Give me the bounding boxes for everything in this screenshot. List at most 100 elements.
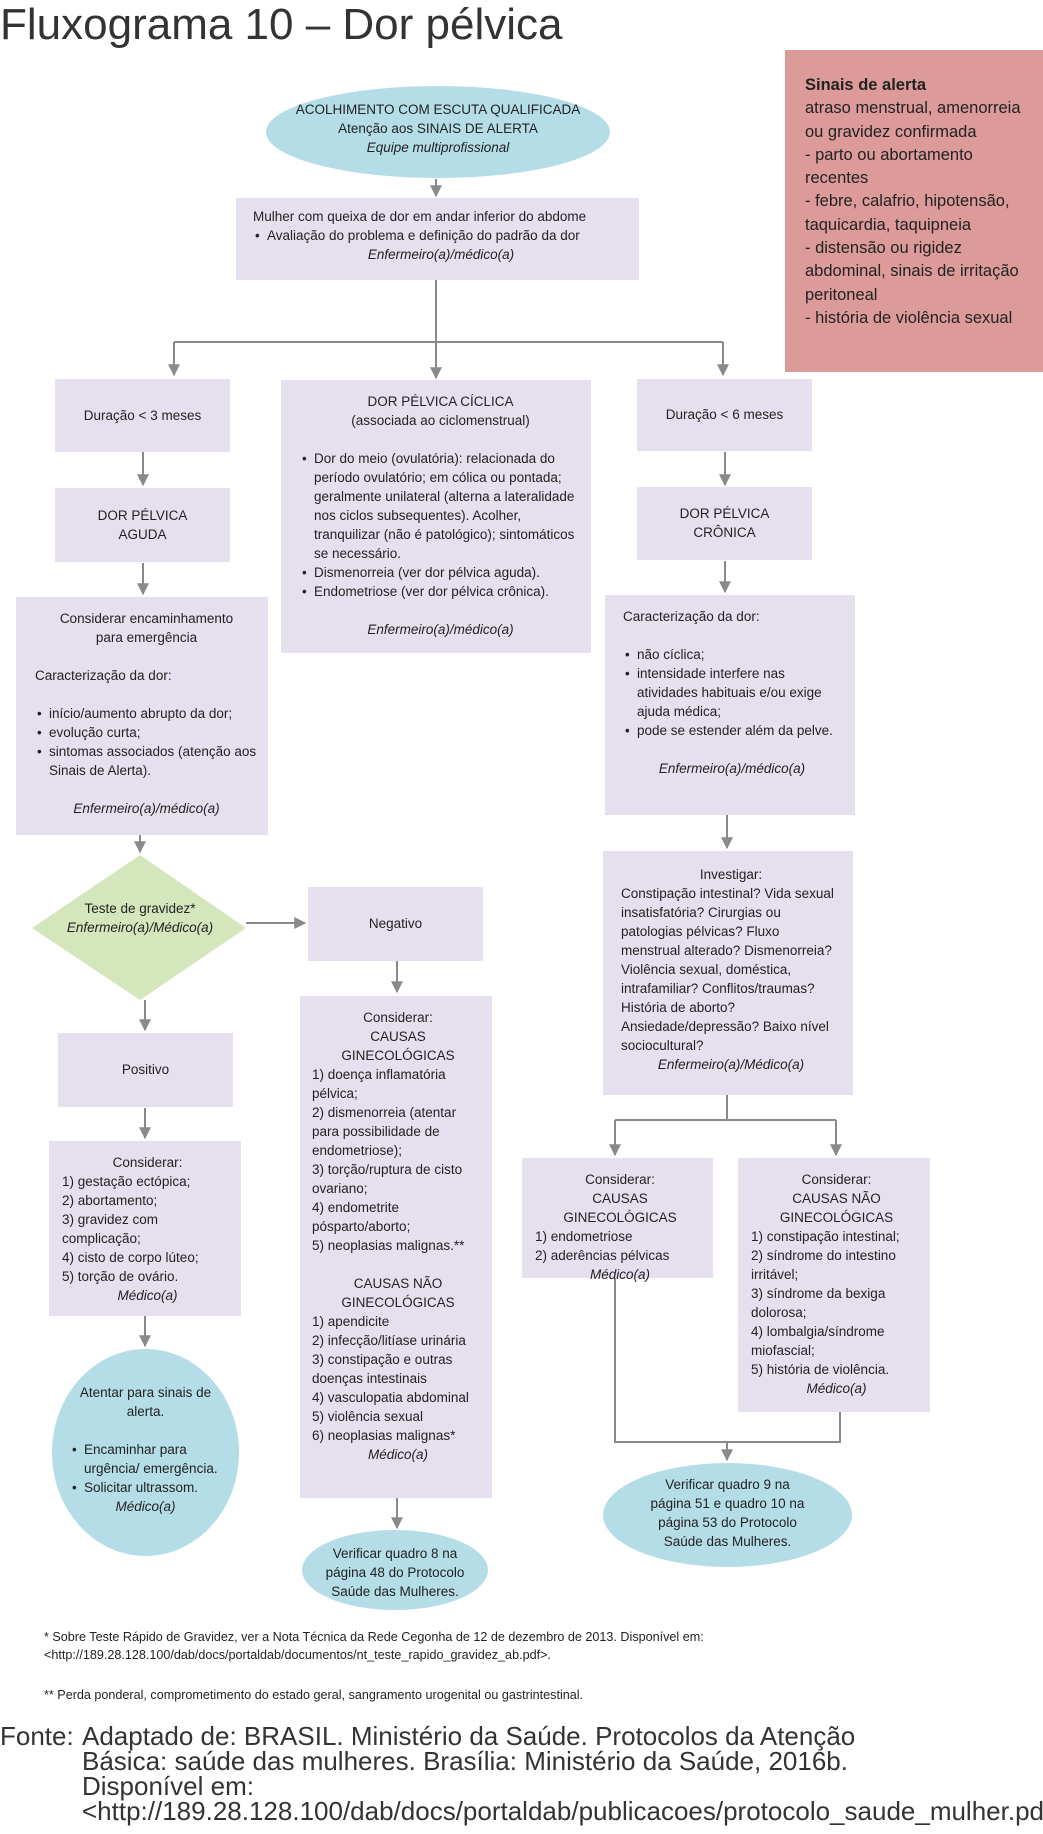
chronic-nongyn-item-3: 3) síndrome da bexiga dolorosa; bbox=[751, 1286, 886, 1320]
negative-causes-nongyn-6: 6) neoplasias malignas* bbox=[312, 1428, 456, 1443]
pregnancy-causes-box: Considerar: 1) gestação ectópica; 2) abo… bbox=[49, 1141, 241, 1316]
negative-causes-box: Considerar: CAUSAS GINECOLÓGICAS 1) doen… bbox=[300, 996, 492, 1498]
chronic-responsible: Enfermeiro(a)/médico(a) bbox=[658, 761, 806, 776]
emergency-heading-2: para emergência bbox=[95, 630, 198, 645]
pregnancy-cause-5: 5) torção de ovário. bbox=[62, 1269, 179, 1284]
acolhimento-responsible: Equipe multiprofissional bbox=[366, 140, 510, 155]
emergency-heading-1: Considerar encaminhamento bbox=[59, 611, 234, 626]
page-title: Fluxograma 10 – Dor pélvica bbox=[0, 0, 563, 49]
pregnancy-cause-4: 4) cisto de corpo lúteo; bbox=[62, 1250, 199, 1265]
negative-causes-gyn-3: 3) torção/ruptura de cisto ovariano; bbox=[312, 1162, 463, 1196]
negative-causes-gyn-heading: CAUSAS GINECOLÓGICAS bbox=[341, 1029, 455, 1063]
alert-action-bullet-1: Encaminhar para urgência/ emergência. bbox=[70, 1440, 221, 1478]
pregnancy-test-title: Teste de gravidez* bbox=[84, 901, 196, 916]
duration-under-6-months-label: Duração < 6 meses bbox=[665, 407, 784, 422]
acute-pain-line1: DOR PÉLVICA bbox=[97, 508, 188, 523]
chronic-nongyn-consider: Considerar: bbox=[801, 1172, 872, 1187]
chronic-characterization-box: Caracterização da dor: não cíclica; inte… bbox=[605, 595, 855, 815]
see-table-9-10-oval: Verificar quadro 9 na página 51 e quadro… bbox=[603, 1463, 852, 1567]
see-table-8-oval: Verificar quadro 8 na página 48 do Proto… bbox=[302, 1530, 488, 1610]
emergency-responsible: Enfermeiro(a)/médico(a) bbox=[73, 801, 220, 816]
chronic-nongyn-item-5: 5) história de violência. bbox=[751, 1362, 890, 1377]
cyclic-pain-bullet-1: Dor do meio (ovulatória): relacionada do… bbox=[300, 449, 581, 563]
pregnancy-cause-1: 1) gestação ectópica; bbox=[62, 1174, 191, 1189]
duration-under-3-months-label: Duração < 3 meses bbox=[83, 408, 202, 423]
chronic-nongyn-causes-box: Considerar: CAUSAS NÃO GINECOLÓGICAS 1) … bbox=[738, 1158, 930, 1412]
alert-action-heading: Atentar para sinais de alerta. bbox=[79, 1385, 212, 1419]
positive-result-label: Positivo bbox=[121, 1062, 170, 1077]
negative-causes-gyn-5: 5) neoplasias malignas.** bbox=[312, 1238, 465, 1253]
investigate-questions: Constipação intestinal? Vida sexual insa… bbox=[621, 886, 834, 1053]
chronic-gyn-item-2: 2) aderências pélvicas bbox=[535, 1248, 670, 1263]
negative-causes-nongyn-4: 4) vasculopatia abdominal bbox=[312, 1390, 469, 1405]
pregnancy-test-label: Teste de gravidez* Enfermeiro(a)/Médico(… bbox=[40, 899, 240, 939]
complaint-bullet: Avaliação do problema e definição do pad… bbox=[253, 226, 629, 245]
negative-result-box: Negativo bbox=[308, 887, 483, 961]
negative-causes-responsible: Médico(a) bbox=[367, 1447, 429, 1462]
see-table-9-10-text: Verificar quadro 9 na página 51 e quadro… bbox=[650, 1477, 805, 1549]
chronic-pain-line1: DOR PÉLVICA bbox=[679, 506, 770, 521]
positive-result-box: Positivo bbox=[58, 1033, 233, 1107]
complaint-text: Mulher com queixa de dor em andar inferi… bbox=[253, 209, 587, 224]
emergency-referral-box: Considerar encaminhamento para emergênci… bbox=[16, 597, 268, 835]
negative-causes-gyn-1: 1) doença inflamatória pélvica; bbox=[312, 1067, 446, 1101]
chronic-gyn-causes-box: Considerar: CAUSAS GINECOLÓGICAS 1) endo… bbox=[522, 1158, 713, 1282]
pregnancy-test-responsible: Enfermeiro(a)/Médico(a) bbox=[66, 920, 214, 935]
cyclic-pain-subheading: (associada ao ciclomenstrual) bbox=[351, 413, 530, 428]
negative-causes-nongyn-3: 3) constipação e outras doenças intestin… bbox=[312, 1352, 453, 1386]
acute-pelvic-pain-box: DOR PÉLVICA AGUDA bbox=[55, 488, 230, 562]
chronic-gyn-heading: CAUSAS GINECOLÓGICAS bbox=[563, 1191, 677, 1225]
duration-under-6-months-box: Duração < 6 meses bbox=[637, 379, 812, 451]
negative-result-label: Negativo bbox=[368, 916, 423, 931]
alert-action-responsible: Médico(a) bbox=[115, 1499, 176, 1514]
chronic-nongyn-responsible: Médico(a) bbox=[806, 1381, 867, 1396]
duration-under-3-months-box: Duração < 3 meses bbox=[55, 379, 230, 452]
chronic-nongyn-item-4: 4) lombalgia/síndrome miofascial; bbox=[751, 1324, 885, 1358]
chronic-pain-line2: CRÔNICA bbox=[693, 525, 756, 540]
acolhimento-line2: Atenção aos SINAIS DE ALERTA bbox=[338, 121, 538, 136]
negative-causes-nongyn-1: 1) apendicite bbox=[312, 1314, 390, 1329]
footnote-1: * Sobre Teste Rápido de Gravidez, ver a … bbox=[44, 1630, 704, 1662]
chronic-bullet-3: pode se estender além da pelve. bbox=[623, 721, 841, 740]
negative-causes-nongyn-heading: CAUSAS NÃO GINECOLÓGICAS bbox=[341, 1276, 455, 1310]
emergency-bullet-3: sintomas associados (atenção aos Sinais … bbox=[35, 742, 258, 780]
emergency-bullet-2: evolução curta; bbox=[35, 723, 258, 742]
investigate-heading: Investigar: bbox=[699, 867, 763, 882]
alert-signs-heading: Sinais de alerta bbox=[805, 76, 927, 94]
cyclic-pain-responsible: Enfermeiro(a)/médico(a) bbox=[367, 622, 514, 637]
pregnancy-cause-2: 2) abortamento; bbox=[62, 1193, 158, 1208]
negative-causes-gyn-2: 2) dismenorreia (atentar para possibilid… bbox=[312, 1105, 457, 1158]
investigate-box: Investigar: Constipação intestinal? Vida… bbox=[603, 851, 853, 1095]
footnote-2: ** Perda ponderal, comprometimento do es… bbox=[44, 1688, 584, 1702]
pregnancy-causes-consider: Considerar: bbox=[112, 1155, 183, 1170]
chronic-subheading: Caracterização da dor: bbox=[623, 609, 760, 624]
pregnancy-test-diamond bbox=[32, 855, 246, 1000]
chronic-gyn-item-1: 1) endometriose bbox=[535, 1229, 633, 1244]
negative-causes-nongyn-5: 5) violência sexual bbox=[312, 1409, 424, 1424]
pregnancy-cause-3: 3) gravidez com complicação; bbox=[62, 1212, 159, 1246]
cyclic-pain-bullet-2: Dismenorreia (ver dor pélvica aguda). bbox=[300, 563, 581, 582]
cyclic-pain-bullet-3: Endometriose (ver dor pélvica crônica). bbox=[300, 582, 581, 601]
alert-action-oval: Atentar para sinais de alerta. Encaminha… bbox=[52, 1349, 239, 1556]
alert-signs-panel: Sinais de alerta atraso menstrual, ameno… bbox=[785, 50, 1043, 372]
pregnancy-causes-responsible: Médico(a) bbox=[117, 1288, 178, 1303]
emergency-bullet-1: início/aumento abrupto da dor; bbox=[35, 704, 258, 723]
cyclic-pain-heading: DOR PÉLVICA CÍCLICA bbox=[367, 394, 514, 409]
chronic-bullet-2: intensidade interfere nas atividades hab… bbox=[623, 664, 841, 721]
acolhimento-line1: ACOLHIMENTO COM ESCUTA QUALIFICADA bbox=[295, 102, 581, 117]
see-table-8-text: Verificar quadro 8 na página 48 do Proto… bbox=[325, 1546, 465, 1599]
investigate-responsible: Enfermeiro(a)/Médico(a) bbox=[657, 1057, 805, 1072]
chronic-bullet-1: não cíclica; bbox=[623, 645, 841, 664]
negative-causes-gyn-4: 4) endometrite pósparto/aborto; bbox=[312, 1200, 411, 1234]
chronic-gyn-consider: Considerar: bbox=[585, 1172, 655, 1187]
chronic-nongyn-item-1: 1) constipação intestinal; bbox=[751, 1229, 900, 1244]
source-text: Adaptado de: BRASIL. Ministério da Saúde… bbox=[82, 1721, 1043, 1826]
alert-signs-list: atraso menstrual, amenorreia ou gravidez… bbox=[805, 99, 1021, 327]
alert-action-bullet-2: Solicitar ultrassom. bbox=[70, 1478, 221, 1497]
chronic-pelvic-pain-box: DOR PÉLVICA CRÔNICA bbox=[637, 487, 812, 560]
source-label: Fonte: bbox=[0, 1721, 74, 1751]
complaint-box: Mulher com queixa de dor em andar inferi… bbox=[236, 198, 639, 280]
acolhimento-oval: ACOLHIMENTO COM ESCUTA QUALIFICADA Atenç… bbox=[266, 86, 610, 178]
chronic-nongyn-heading: CAUSAS NÃO GINECOLÓGICAS bbox=[779, 1191, 894, 1225]
